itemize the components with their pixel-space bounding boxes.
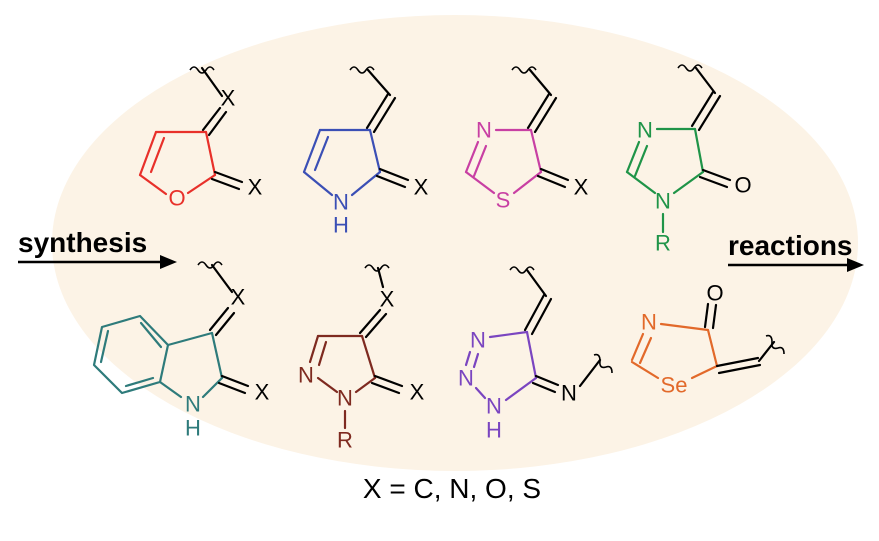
carbonyl-atom: X <box>255 380 270 405</box>
ring-nitrogen: N <box>185 392 201 417</box>
ring-nitrogen-2: N <box>655 189 671 214</box>
pyrazolone-structure: X N N X R <box>298 264 425 453</box>
ring-hydrogen: H <box>486 418 502 443</box>
carbonyl-atom: X <box>574 175 589 200</box>
ring-nitrogen: N <box>298 363 314 388</box>
reactions-label: reactions <box>728 230 853 261</box>
ring-nitrogen: N <box>476 118 492 143</box>
pyrrolone-structure: N H X <box>302 66 429 238</box>
ring-nitrogen-2: N <box>337 386 353 411</box>
synthesis-label: synthesis <box>18 227 147 258</box>
carbonyl-atom: X <box>410 380 425 405</box>
carbonyl-atom: O <box>706 281 723 306</box>
indolinone-structure: X N H X <box>92 261 270 441</box>
exo-atom: X <box>380 287 395 312</box>
synthesis-arrow <box>18 255 177 269</box>
ring-oxygen: O <box>168 186 185 211</box>
reactions-arrow <box>728 258 864 272</box>
x-definition-footnote: X = C, N, O, S <box>363 473 541 504</box>
thiazolone-structure: N S X <box>464 66 589 213</box>
ring-nitrogen-3: N <box>486 394 502 419</box>
carbonyl-atom: O <box>734 173 751 198</box>
ring-hydrogen: H <box>333 213 349 238</box>
carbonyl-atom: X <box>414 175 429 200</box>
exo-atom: X <box>221 86 236 111</box>
exo-nitrogen: N <box>561 381 577 406</box>
exo-atom: X <box>231 285 246 310</box>
ring-hydrogen: H <box>185 416 201 441</box>
selenazolone-structure: O N Se <box>630 281 785 398</box>
triazole-structure: N N N H N <box>458 266 613 443</box>
ring-nitrogen-1: N <box>470 328 486 353</box>
carbonyl-atom: X <box>248 175 263 200</box>
ring-selenium: Se <box>661 373 688 398</box>
furanone-structure: X O X <box>138 66 263 211</box>
ring-sulfur: S <box>496 188 511 213</box>
ring-nitrogen: N <box>641 310 657 335</box>
imidazolone-structure: N N O R <box>625 64 752 256</box>
ring-nitrogen-2: N <box>458 366 474 391</box>
ring-nitrogen: N <box>333 190 349 215</box>
substituent-r: R <box>655 231 671 256</box>
ring-nitrogen: N <box>637 118 653 143</box>
substituent-r: R <box>337 428 353 453</box>
